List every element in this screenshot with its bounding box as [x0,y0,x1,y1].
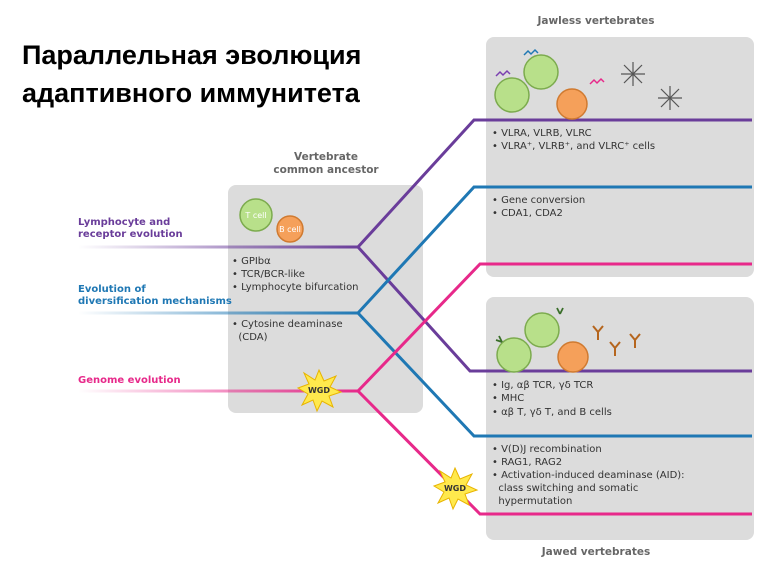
title-line-2: адаптивного иммунитета [22,78,360,108]
antibody-icon-1 [592,325,604,340]
lymphocyte-label-line1: Lymphocyte and [78,217,170,228]
jawed-item-3: • αβ T, γδ T, and B cells [492,407,612,418]
vlr-receptor-icon-2 [523,48,539,56]
jawless-panel [486,37,754,277]
ancestor-item-3: • Lymphocyte bifurcation [232,282,359,293]
diversification-label-line1: Evolution of [78,284,146,295]
wgd-burst-ancestor: WGD [296,368,343,413]
antibody-icon-3 [629,333,641,348]
vlr-receptor-icon-1 [495,69,511,77]
genome-label: Genome evolution [78,375,181,386]
lymphocyte-branch-jawed [356,245,752,373]
diversification-branch-jawed [356,311,752,438]
wgd-label-ancestor: WGD [308,386,330,395]
jawless-item-2: • VLRA⁺, VLRB⁺, and VLRC⁺ cells [492,141,655,152]
vlr-receptor-icon-3 [589,77,605,85]
tcr-receptor-icon-1 [495,335,503,343]
jawed-item-8: hypermutation [492,496,572,507]
ancestor-item-5: (CDA) [232,332,268,343]
diversification-label-line2: diversification mechanisms [78,296,232,307]
ancestor-item-4: • Cytosine deaminase [232,319,343,330]
antibody-icon-2 [609,341,621,356]
ancestor-header-line1: Vertebrate [294,151,358,163]
jawed-cell-orange [557,341,589,373]
ancestor-item-1: • GPIbα [232,256,271,267]
wgd-burst-jawed: WGD [432,466,479,511]
jawless-cell-green-1 [494,77,530,113]
genome-incoming-line [78,389,360,393]
jawed-item-7: class switching and somatic [492,483,638,494]
diversification-branch-jawless [356,185,752,315]
diversification-incoming-line [78,311,360,315]
jawless-item-1: • VLRA, VLRB, VLRC [492,128,592,139]
b-cell [276,215,304,243]
lymphocyte-label-line2: receptor evolution [78,229,183,240]
slide-title: Параллельная эволюция адаптивного иммуни… [22,36,462,112]
jawed-cell-green-1 [496,337,532,373]
ancestor-panel [228,185,423,413]
jawed-item-4: • V(D)J recombination [492,444,602,455]
jawless-cell-orange [556,88,588,120]
ancestor-item-2: • TCR/BCR-like [232,269,305,280]
jawed-item-5: • RAG1, RAG2 [492,457,562,468]
jawless-item-3: • Gene conversion [492,195,585,206]
b-cell-label: B cell [279,225,301,234]
jawed-item-2: • MHC [492,393,524,404]
ancestor-header-line2: common ancestor [273,164,379,176]
vlrb-multimer-icon-1 [621,62,645,86]
jawed-panel [486,297,754,540]
t-cell-label: T cell [244,211,266,220]
genome-branch-jawless [356,262,752,393]
title-line-1: Параллельная эволюция [22,40,362,70]
vlrb-multimer-icon-2 [658,86,682,110]
jawed-header: Jawed vertebrates [541,546,650,558]
genome-branch-jawed [356,389,752,516]
wgd-label-jawed: WGD [444,484,466,493]
t-cell [239,198,273,232]
tcr-receptor-icon-2 [556,307,564,315]
jawed-cell-green-2 [524,312,560,348]
jawed-item-1: • Ig, αβ TCR, γδ TCR [492,380,593,391]
lymphocyte-branch-jawless [356,118,752,249]
lymphocyte-incoming-line [78,245,360,249]
jawless-cell-green-2 [523,54,559,90]
jawed-item-6: • Activation-induced deaminase (AID): [492,470,685,481]
jawless-header: Jawless vertebrates [536,15,654,27]
jawless-item-4: • CDA1, CDA2 [492,208,563,219]
